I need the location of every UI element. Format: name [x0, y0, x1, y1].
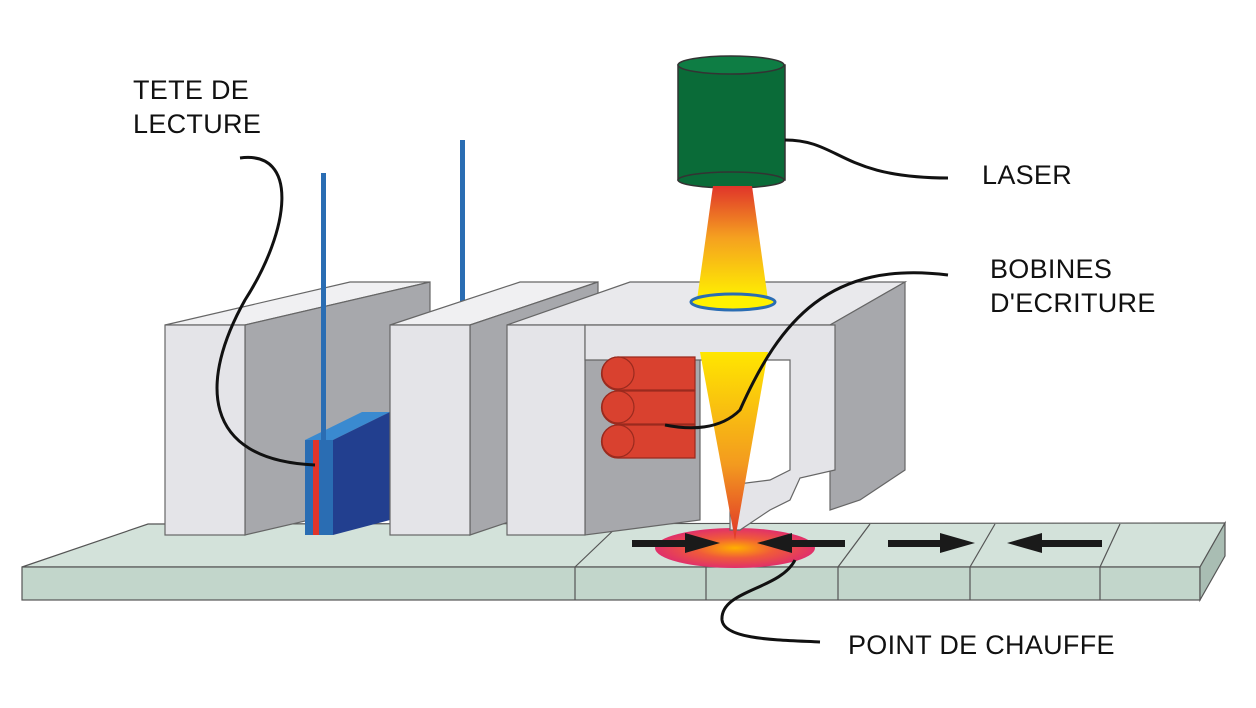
label-write-coils-line2: D'ECRITURE	[990, 288, 1156, 318]
label-write-coils-line1: BOBINES	[990, 254, 1113, 284]
rod-rear	[460, 140, 465, 305]
magnetization-arrows	[632, 533, 1102, 553]
label-laser: LASER	[982, 160, 1073, 190]
label-write-coils: BOBINES D'ECRITURE	[990, 252, 1156, 320]
laser-unit	[677, 55, 786, 312]
rod-front	[321, 173, 326, 535]
write-yoke	[506, 280, 908, 536]
laser-beam-lower	[700, 352, 768, 540]
label-read-head-line1: TETE DE	[133, 75, 250, 105]
leader-lines	[215, 138, 949, 644]
laser-beam-upper	[697, 186, 768, 300]
label-read-head: TETE DE LECTURE	[133, 73, 261, 141]
label-heating-point: POINT DE CHAUFFE	[848, 630, 1115, 660]
read-head	[305, 412, 390, 535]
write-coils	[600, 356, 696, 459]
label-read-head-line2: LECTURE	[133, 109, 262, 139]
